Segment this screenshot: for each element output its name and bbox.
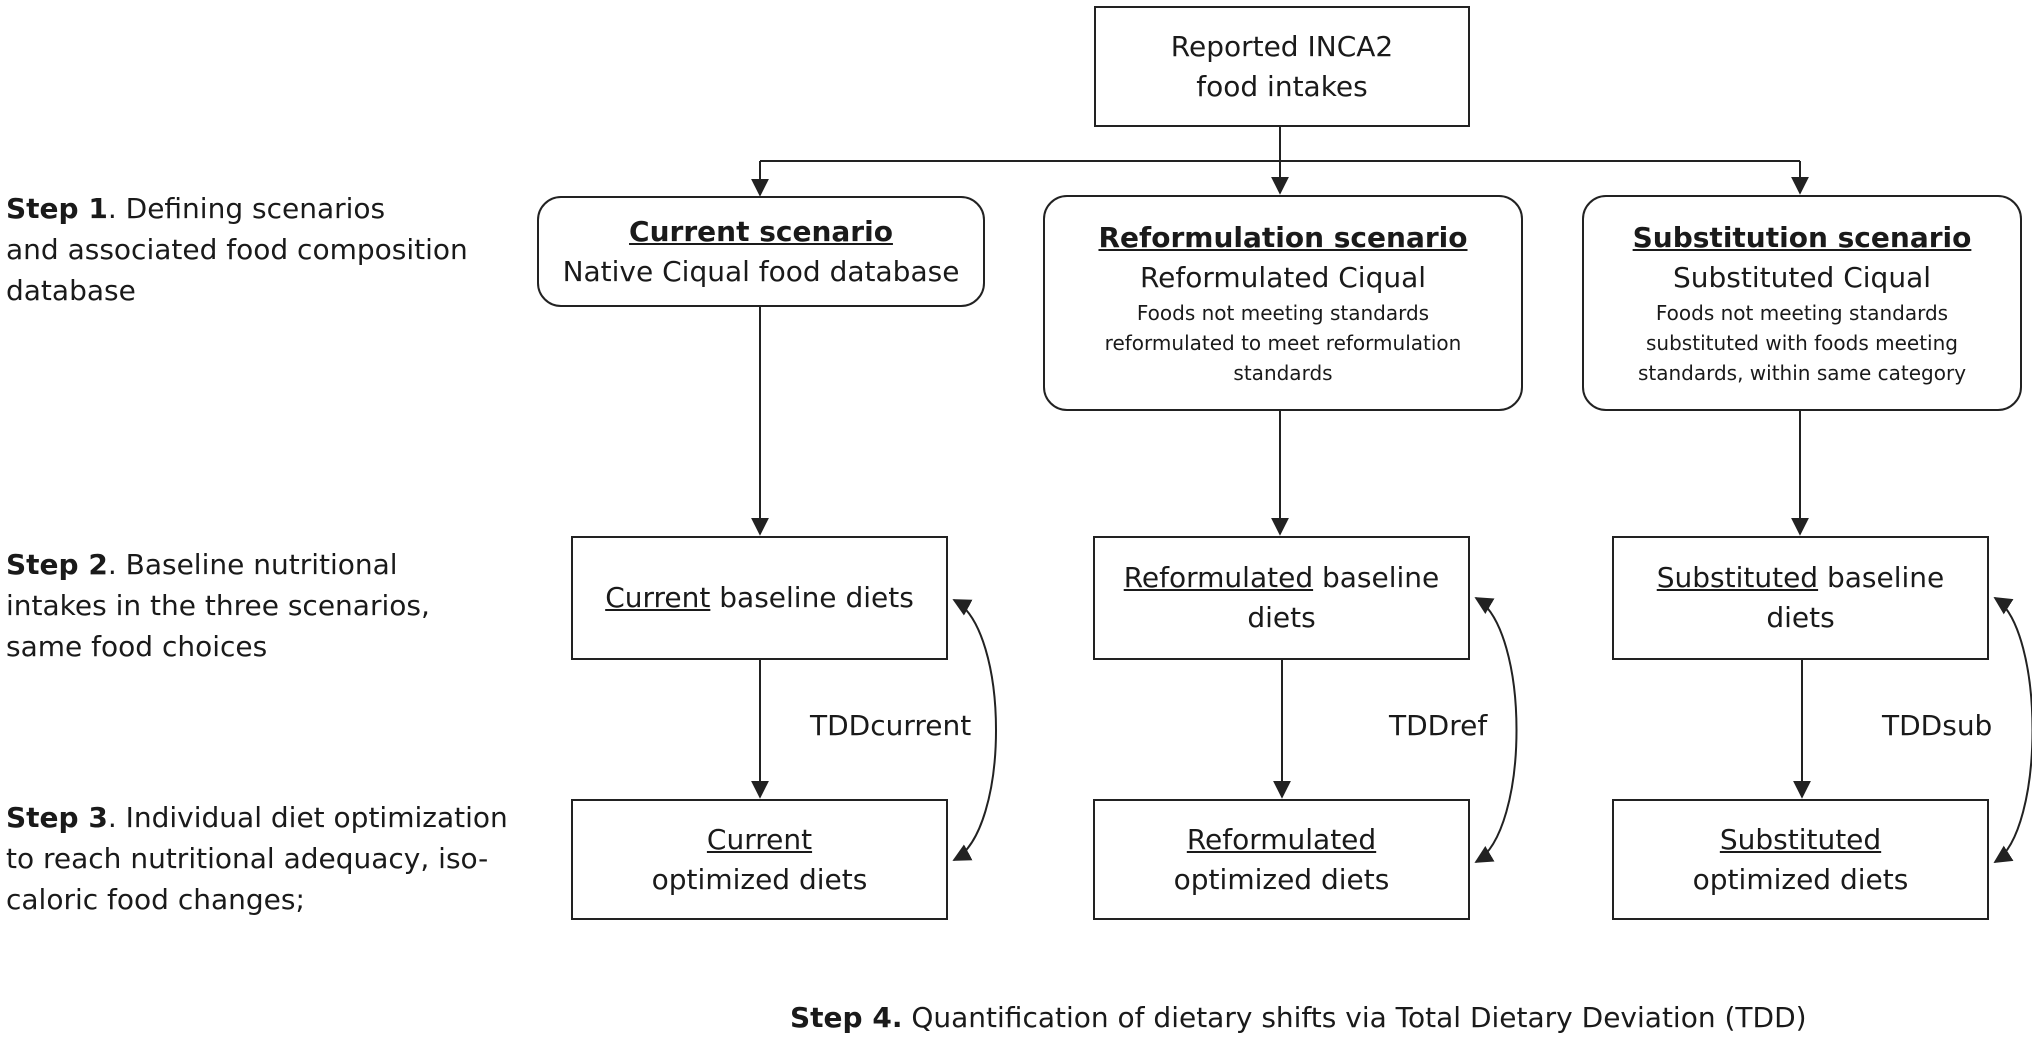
substituted-optimized-underlined: Substituted — [1719, 822, 1882, 856]
step3-label: Step 3. Individual diet optimization to … — [6, 797, 508, 920]
substituted-baseline-rest: baseline — [1818, 561, 1945, 594]
root-line1: Reported INCA2 — [1170, 29, 1394, 63]
step4-title: Step 4. — [790, 1001, 903, 1034]
reformulated-baseline-text: Reformulated baseline — [1124, 558, 1440, 598]
current-optimized-underlined: Current — [706, 822, 813, 856]
step2-label: Step 2. Baseline nutritional intakes in … — [6, 544, 430, 667]
substituted-baseline-line2: diets — [1766, 601, 1835, 634]
root-food-intakes-box: Reported INCA2 food intakes — [1094, 6, 1470, 127]
reformulated-optimized-rest: optimized diets — [1173, 862, 1390, 896]
step2-text-line2: intakes in the three scenarios, — [6, 589, 430, 622]
step2-text-line1: . Baseline nutritional — [107, 548, 398, 581]
reformulated-baseline-line2: diets — [1247, 601, 1316, 634]
step3-title: Step 3 — [6, 801, 108, 834]
substitution-scenario-box: Substitution scenario Substituted Ciqual… — [1582, 195, 2022, 411]
reformulation-scenario-title: Reformulation scenario — [1098, 221, 1468, 254]
reformulated-baseline-box: Reformulated baseline diets — [1093, 536, 1470, 660]
substitution-desc-line3: standards, within same category — [1637, 361, 1967, 385]
step2-title: Step 2 — [6, 548, 108, 581]
step3-text-line3: caloric food changes; — [6, 883, 305, 916]
reformulation-desc-line1: Foods not meeting standards — [1136, 301, 1430, 325]
step3-text-line2: to reach nutritional adequacy, iso- — [6, 842, 489, 875]
step2-text-line3: same food choices — [6, 630, 268, 663]
step1-label: Step 1. Defining scenarios and associate… — [6, 188, 468, 311]
tdd-ref-curve — [1474, 597, 1518, 863]
current-scenario-box: Current scenario Native Ciqual food data… — [537, 196, 985, 307]
reformulated-optimized-box: Reformulated optimized diets — [1093, 799, 1470, 920]
step1-text-line1: . Defining scenarios — [107, 192, 386, 225]
tdd-current-curve — [952, 599, 997, 861]
tdd-current-label: TDDcurrent — [810, 709, 972, 742]
current-scenario-database: Native Ciqual food database — [562, 254, 960, 288]
tdd-ref-label: TDDref — [1389, 709, 1488, 742]
reformulation-desc-line3: standards — [1233, 361, 1333, 385]
reformulated-optimized-underlined: Reformulated — [1186, 822, 1377, 856]
step4-label: Step 4. Quantification of dietary shifts… — [790, 998, 1807, 1038]
substituted-baseline-text: Substituted baseline — [1657, 558, 1945, 598]
tdd-sub-curve — [1993, 597, 2032, 863]
step1-text-line3: database — [6, 274, 136, 307]
substituted-optimized-box: Substituted optimized diets — [1612, 799, 1989, 920]
step1-title: Step 1 — [6, 192, 108, 225]
step3-text-line1: . Individual diet optimization — [107, 801, 508, 834]
current-baseline-box: Current baseline diets — [571, 536, 948, 660]
step1-text-line2: and associated food composition — [6, 233, 468, 266]
current-baseline-text: Current baseline diets — [605, 578, 914, 618]
substituted-baseline-box: Substituted baseline diets — [1612, 536, 1989, 660]
substitution-scenario-database: Substituted Ciqual — [1672, 261, 1932, 294]
substitution-desc-line2: substituted with foods meeting — [1646, 331, 1958, 355]
substituted-optimized-rest: optimized diets — [1692, 862, 1909, 896]
step4-text: Quantification of dietary shifts via Tot… — [902, 1001, 1807, 1034]
reformulation-scenario-box: Reformulation scenario Reformulated Ciqu… — [1043, 195, 1523, 411]
substituted-baseline-underlined: Substituted — [1656, 561, 1819, 594]
reformulated-baseline-rest: baseline — [1313, 561, 1440, 594]
current-optimized-rest: optimized diets — [651, 862, 868, 896]
substitution-desc-line1: Foods not meeting standards — [1655, 301, 1949, 325]
reformulation-desc-line2: reformulated to meet reformulation — [1104, 331, 1462, 355]
root-line2: food intakes — [1196, 69, 1368, 103]
current-baseline-rest: baseline diets — [710, 581, 914, 614]
tdd-sub-label: TDDsub — [1882, 709, 1993, 742]
current-scenario-title: Current scenario — [629, 214, 893, 248]
current-optimized-box: Current optimized diets — [571, 799, 948, 920]
reformulated-baseline-underlined: Reformulated — [1123, 561, 1314, 594]
current-baseline-underlined: Current — [605, 581, 711, 614]
substitution-scenario-title: Substitution scenario — [1632, 221, 1972, 254]
reformulation-scenario-database: Reformulated Ciqual — [1139, 261, 1427, 294]
